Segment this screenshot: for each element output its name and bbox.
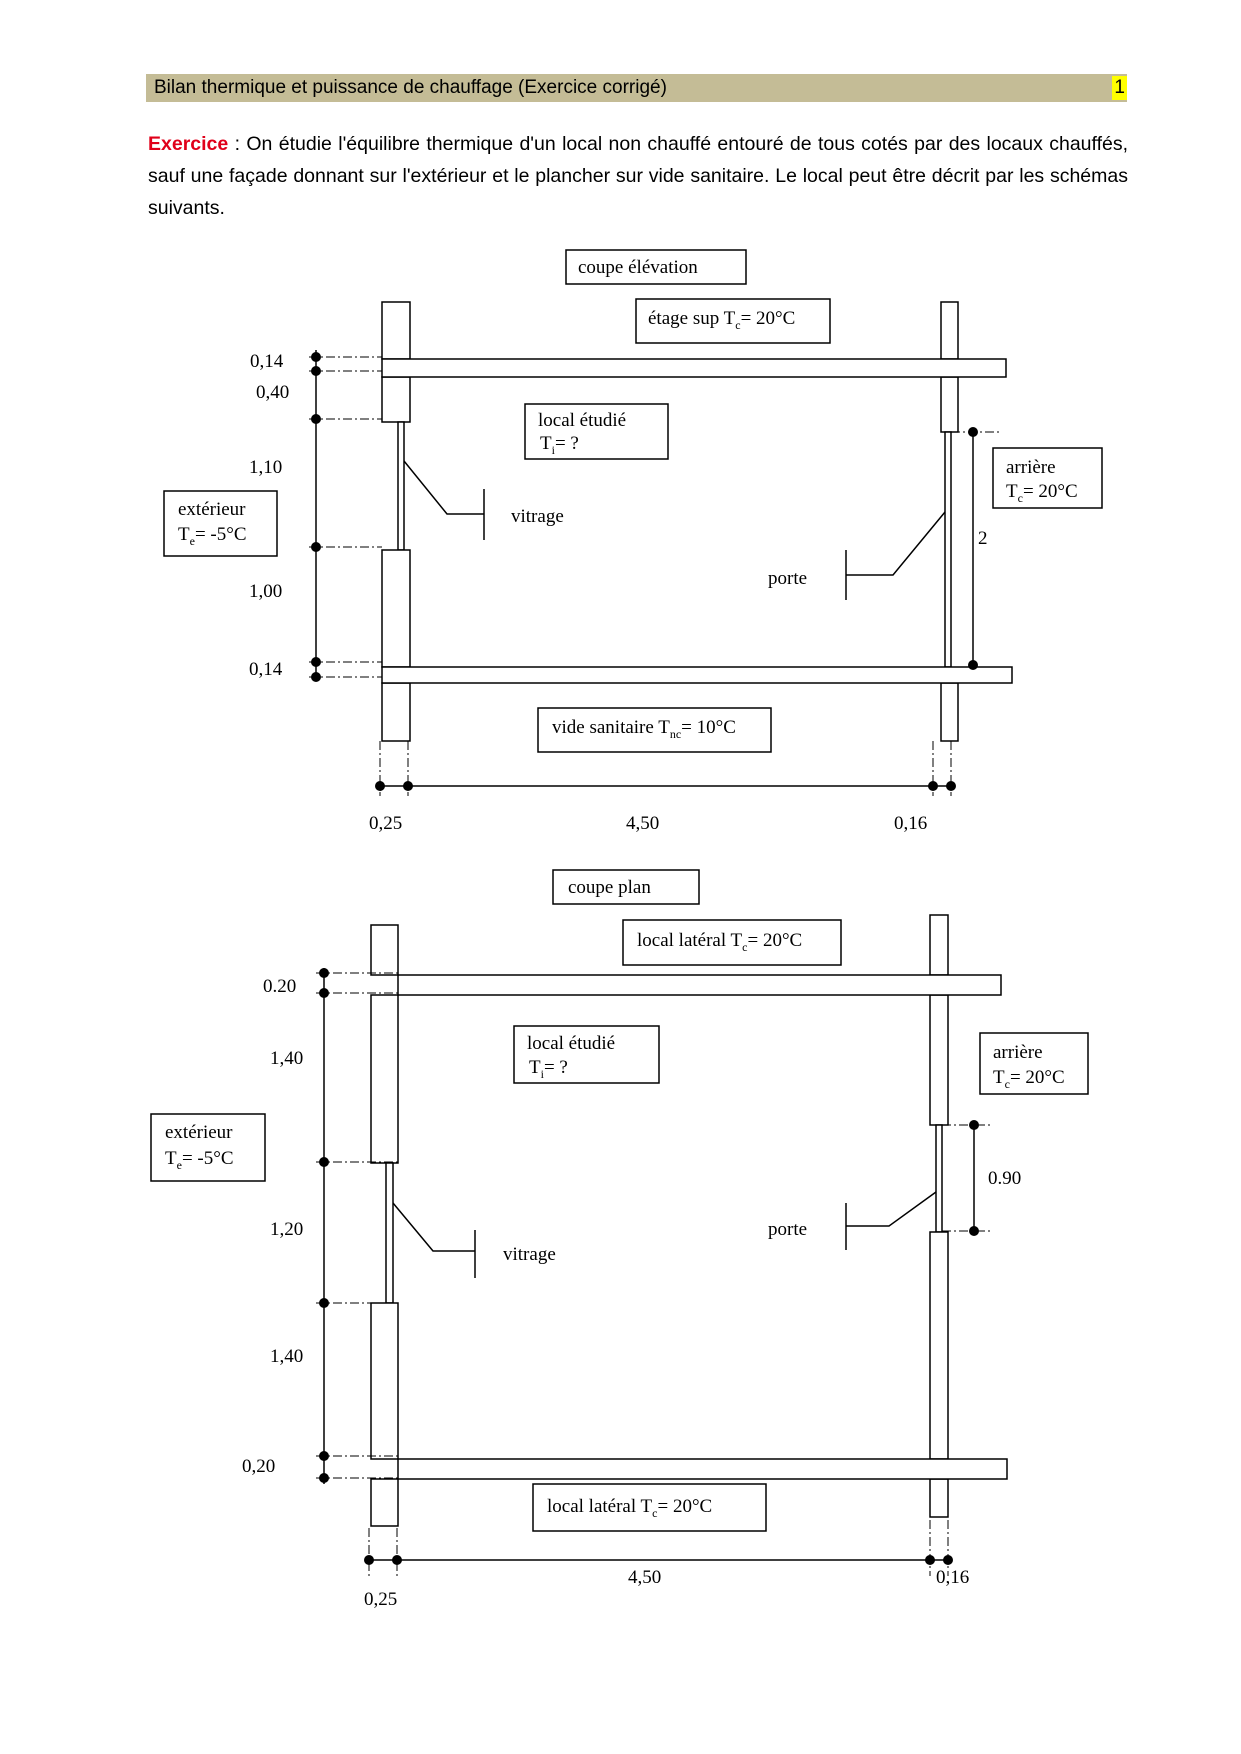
dim-1-00: 1,00 bbox=[249, 581, 282, 602]
upper-floor-box bbox=[635, 298, 831, 344]
back-label: arrière bbox=[1006, 457, 1056, 478]
floor-slab bbox=[381, 666, 1013, 684]
plan-dim-4-50: 4,50 bbox=[628, 1567, 661, 1588]
dim-1-10: 1,10 bbox=[249, 457, 282, 478]
plan-title-box bbox=[552, 869, 700, 905]
intro-text: : On étudie l'équilibre thermique d'un l… bbox=[148, 133, 1128, 219]
plan-exterior-temp: Te= -5°C bbox=[165, 1148, 234, 1172]
left-wall-foundation bbox=[381, 682, 411, 742]
plan-door-leaf bbox=[935, 1124, 943, 1233]
header-bar: Bilan thermique et puissance de chauffag… bbox=[146, 74, 1127, 102]
door-leader bbox=[846, 511, 946, 576]
right-wall-upper bbox=[940, 301, 959, 360]
right-wall-bottom bbox=[929, 1478, 949, 1518]
door-label: porte bbox=[768, 568, 807, 589]
right-wall-upper-pier bbox=[929, 994, 949, 1126]
exercise-keyword: Exercice bbox=[148, 133, 229, 155]
left-wall-lower-pier bbox=[370, 1302, 399, 1460]
document-title: Bilan thermique et puissance de chauffag… bbox=[154, 77, 667, 98]
plan-exterior-box bbox=[150, 1113, 266, 1182]
plan-dim-0-16: 0,16 bbox=[936, 1567, 969, 1588]
top-lateral-label: local latéral Tc= 20°C bbox=[637, 930, 802, 954]
plan-glazing-pane bbox=[385, 1162, 394, 1304]
plan-glazing-leader bbox=[392, 1202, 475, 1252]
upper-floor-label: étage sup Tc= 20°C bbox=[648, 308, 795, 332]
glazing-label: vitrage bbox=[511, 506, 564, 527]
room-temp: Ti= ? bbox=[540, 433, 579, 457]
dim-0-25: 0,25 bbox=[369, 813, 402, 834]
elevation-section: coupe élévation étage sup Tc= 20°C local… bbox=[163, 249, 1103, 834]
dim-door-width: 0.90 bbox=[988, 1168, 1021, 1189]
plan-back-label: arrière bbox=[993, 1042, 1043, 1063]
plan-room-box bbox=[513, 1025, 660, 1084]
room-label: local étudié bbox=[538, 410, 626, 431]
dim-1-40-top: 1,40 bbox=[270, 1048, 303, 1069]
bottom-partition bbox=[397, 1458, 1008, 1480]
dim-0-14-bottom: 0,14 bbox=[249, 659, 283, 680]
plan-door-label: porte bbox=[768, 1219, 807, 1240]
plan-section: coupe plan local latéral Tc= 20°C local … bbox=[150, 869, 1089, 1610]
left-wall-top bbox=[370, 924, 399, 976]
elevation-title-box bbox=[565, 249, 747, 285]
dim-0-14-top: 0,14 bbox=[250, 351, 284, 372]
right-wall-top bbox=[929, 914, 949, 976]
door-leaf bbox=[944, 431, 952, 668]
plan-door-leader bbox=[846, 1191, 937, 1227]
dim-door-height: 2 bbox=[978, 528, 988, 549]
left-wall-upper bbox=[381, 301, 411, 360]
left-wall-bottom bbox=[370, 1478, 399, 1527]
room-box bbox=[524, 403, 669, 460]
plan-back-temp: Tc= 20°C bbox=[993, 1067, 1065, 1091]
dim-0-40: 0,40 bbox=[256, 382, 289, 403]
dim-4-50: 4,50 bbox=[626, 813, 659, 834]
plan-title: coupe plan bbox=[568, 877, 651, 898]
left-wall-lintel bbox=[381, 376, 411, 423]
bottom-lateral-label: local latéral Tc= 20°C bbox=[547, 1496, 712, 1520]
crawlspace-label: vide sanitaire Tnc= 10°C bbox=[552, 717, 736, 741]
plan-back-box bbox=[979, 1032, 1089, 1095]
intro-paragraph: Exercice : On étudie l'équilibre thermiq… bbox=[148, 128, 1128, 224]
back-temp: Tc= 20°C bbox=[1006, 481, 1078, 505]
dim-0-20-top: 0.20 bbox=[263, 976, 296, 997]
elevation-title: coupe élévation bbox=[578, 257, 698, 278]
dim-0-20-bottom: 0,20 bbox=[242, 1456, 275, 1477]
dim-1-40-bottom: 1,40 bbox=[270, 1346, 303, 1367]
glazing-leader bbox=[403, 460, 484, 515]
glazing-pane bbox=[397, 421, 405, 551]
exterior-box bbox=[163, 490, 278, 557]
dim-0-16: 0,16 bbox=[894, 813, 927, 834]
plan-dim-0-25: 0,25 bbox=[364, 1589, 397, 1610]
left-wall-upper-pier bbox=[370, 994, 399, 1164]
bottom-lateral-box bbox=[532, 1483, 767, 1532]
right-wall-foundation bbox=[940, 682, 959, 742]
left-wall-lower bbox=[381, 549, 411, 668]
plan-glazing-label: vitrage bbox=[503, 1244, 556, 1265]
page-number: 1 bbox=[1112, 76, 1127, 100]
top-lateral-box bbox=[622, 919, 842, 966]
back-box bbox=[992, 447, 1103, 509]
dim-1-20: 1,20 bbox=[270, 1219, 303, 1240]
ceiling-slab bbox=[381, 358, 1007, 378]
crawlspace-box bbox=[537, 707, 772, 753]
plan-room-label: local étudié bbox=[527, 1033, 615, 1054]
plan-exterior-label: extérieur bbox=[165, 1122, 233, 1143]
top-partition bbox=[397, 974, 1002, 996]
right-wall-lower-pier bbox=[929, 1231, 949, 1460]
exterior-temp: Te= -5°C bbox=[178, 524, 247, 548]
right-wall-lintel bbox=[940, 376, 959, 433]
exterior-label: extérieur bbox=[178, 499, 246, 520]
plan-room-temp: Ti= ? bbox=[529, 1057, 568, 1081]
